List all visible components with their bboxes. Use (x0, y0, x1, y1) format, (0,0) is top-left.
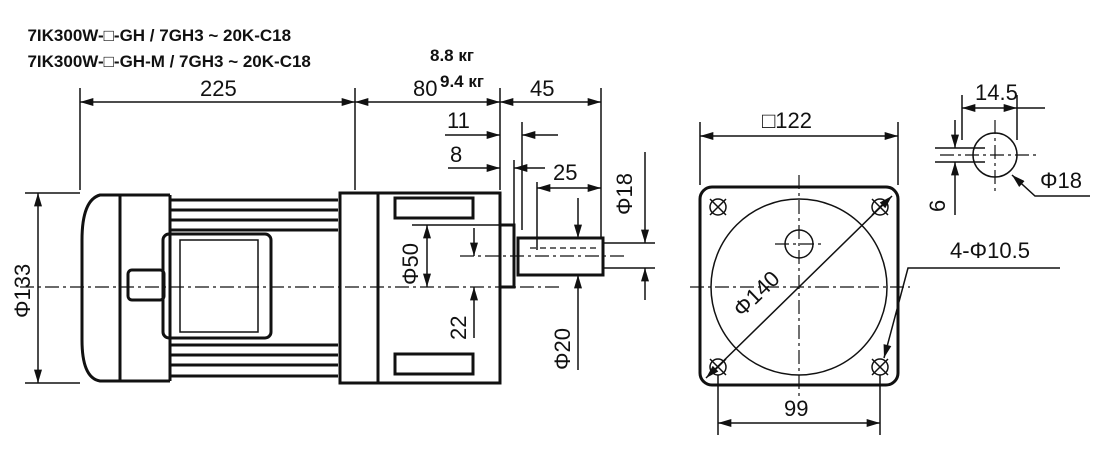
dim-45: 45 (530, 76, 554, 101)
dim-80: 80 (413, 76, 437, 101)
dim-phi18: Φ18 (612, 173, 637, 215)
dim-holes: 4-Φ10.5 (950, 238, 1030, 263)
model-line-1: 7IK300W-□-GH / 7GH3 ~ 20K-C18 8.8 кг (18, 6, 474, 66)
model-weight: 8.8 кг (430, 46, 474, 65)
key-detail: 14.5 6 Φ18 (925, 80, 1090, 215)
model-name: 7IK300W-□-GH / 7GH3 ~ 20K-C18 (27, 26, 292, 45)
dim-8: 8 (450, 142, 462, 167)
model-line-2: 7IK300W-□-GH-M / 7GH3 ~ 20K-C18 9.4 кг (18, 32, 484, 92)
dim-6: 6 (925, 200, 950, 212)
cable-gland (126, 268, 166, 302)
dim-11: 11 (447, 108, 470, 133)
dim-detail-phi18: Φ18 (1040, 168, 1082, 193)
dim-phi50: Φ50 (398, 243, 423, 285)
dim-14-5: 14.5 (975, 80, 1018, 105)
front-view: Φ140 □122 99 4-Φ10.5 (690, 108, 1060, 435)
model-weight: 9.4 кг (440, 72, 484, 91)
dim-square-122: □122 (762, 108, 812, 133)
dim-22: 22 (446, 316, 471, 340)
dim-225: 225 (200, 76, 237, 101)
dim-25: 25 (553, 160, 577, 185)
side-dimensions: 225 80 45 11 8 25 Φ18 Φ20 Φ133 Φ50 22 (10, 76, 655, 384)
model-name: 7IK300W-□-GH-M / 7GH3 ~ 20K-C18 (27, 52, 311, 71)
dim-99: 99 (784, 396, 808, 421)
side-view (20, 191, 625, 385)
terminal-box (161, 232, 273, 340)
gearbox-flange (338, 191, 380, 385)
cooling-fins (170, 198, 338, 378)
dim-phi20: Φ20 (550, 328, 575, 370)
dim-phi140: Φ140 (728, 266, 784, 322)
dim-phi133: Φ133 (10, 264, 35, 318)
rear-cover (80, 193, 120, 383)
